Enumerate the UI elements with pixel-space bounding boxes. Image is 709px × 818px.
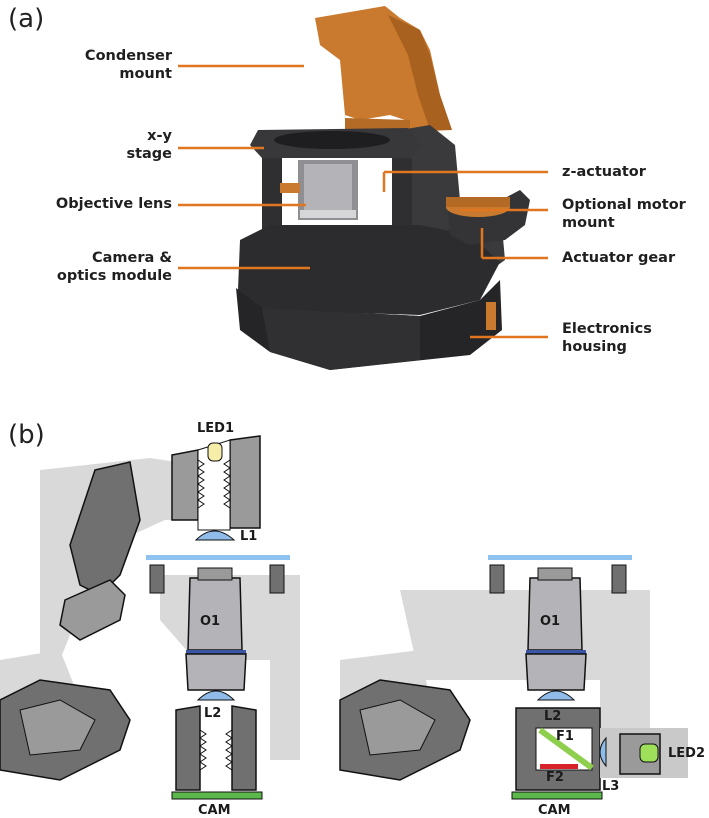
label-led1: LED1 xyxy=(197,421,234,436)
label-l3: L3 xyxy=(602,779,619,794)
label-condenser-mount: Condenser mount xyxy=(84,48,172,82)
label-xy-stage: x-y stage xyxy=(126,128,172,162)
label-o1-left: O1 xyxy=(200,614,220,629)
label-l2-right: L2 xyxy=(544,709,561,724)
microscope-body-render xyxy=(236,125,530,370)
panel-a-letter: (a) xyxy=(8,4,45,34)
label-l1: L1 xyxy=(240,529,257,544)
right-cross-section xyxy=(339,555,688,800)
label-cam-left: CAM xyxy=(198,803,231,818)
label-o1-right: O1 xyxy=(540,614,560,629)
label-optional-motor-mount: Optional motor mount xyxy=(562,197,686,231)
panel-a-render xyxy=(178,6,548,370)
label-camera-optics-module: Camera & optics module xyxy=(56,250,172,284)
left-cross-section xyxy=(0,435,300,800)
label-f1: F1 xyxy=(556,729,574,744)
label-actuator-gear: Actuator gear xyxy=(562,250,676,266)
condenser-mount-render xyxy=(315,6,452,135)
panel-b-letter: (b) xyxy=(8,420,45,450)
label-z-actuator: z-actuator xyxy=(562,164,646,180)
label-objective-lens: Objective lens xyxy=(55,196,172,212)
label-electronics-housing: Electronics housing xyxy=(562,321,652,355)
right-slide xyxy=(488,555,632,560)
label-f2: F2 xyxy=(546,770,564,785)
label-led2: LED2 xyxy=(668,746,705,761)
label-cam-right: CAM xyxy=(538,803,571,818)
left-slide xyxy=(146,555,290,560)
panel-a-leader-lines xyxy=(178,64,548,339)
label-l2-left: L2 xyxy=(204,706,221,721)
